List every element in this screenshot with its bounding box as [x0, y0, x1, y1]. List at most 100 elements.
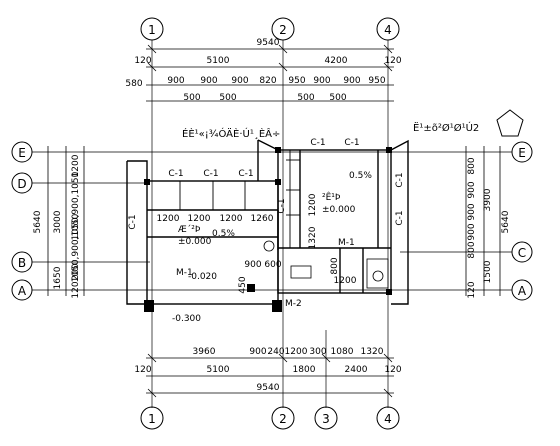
inner-dim-3: 1200	[220, 214, 243, 224]
dim-right-span-2: 1500	[483, 260, 493, 283]
dim-bottom-edge-1: 120	[134, 365, 151, 375]
dim-top-sub-2: 500	[219, 93, 236, 103]
dim-left-span-2: 1650	[53, 266, 63, 289]
dim-top-span-2: 4200	[325, 56, 348, 66]
inner-dim-4: 1260	[251, 214, 274, 224]
plan-caption-right: Ë¹±õ²Ø¹Ø¹Ú2	[413, 121, 479, 134]
right-dimension-lines	[465, 146, 501, 296]
dim-right-detail-2: 900	[467, 181, 477, 198]
dim-right-total: 5640	[501, 210, 511, 233]
svg-text:2: 2	[279, 23, 287, 37]
svg-text:E: E	[518, 146, 526, 160]
svg-text:C: C	[518, 246, 526, 260]
dim-top-edge-1: 120	[134, 56, 151, 66]
window-label-1: C-1	[168, 169, 183, 179]
dim-bottom-edge-2: 120	[384, 365, 401, 375]
bottom-dimension-lines	[146, 353, 394, 398]
dim-top-detail-3: 900	[231, 76, 248, 86]
dim-top-detail-4: 820	[259, 76, 276, 86]
door-label-m1: M-1	[176, 268, 193, 278]
axis-bubble-bottom-4: 4	[376, 406, 400, 430]
svg-text:2: 2	[279, 412, 287, 426]
door-label-m2: M-2	[285, 299, 302, 309]
room-name-right: ²Ê¹Þ	[322, 191, 341, 203]
dim-right-detail-5: 800	[467, 241, 477, 258]
dim-left-detail-1: 1200	[71, 154, 81, 177]
dim-left-total: 5640	[33, 210, 43, 233]
dim-top-sub-4: 500	[329, 93, 346, 103]
dim-left-span-1: 3000	[53, 210, 63, 233]
dim-bottom-detail-2: 900	[249, 347, 266, 357]
window-label-4: C-1	[310, 138, 325, 148]
dim-left-detail-6: 200	[71, 263, 81, 280]
inner-dim-1200b: 1200	[334, 276, 357, 286]
sanitary-fixtures	[263, 240, 389, 289]
inner-dim-800: 800	[330, 257, 340, 274]
section-marker	[496, 109, 524, 137]
dim-bottom-span-2: 1800	[293, 365, 316, 375]
axis-bubble-bottom-1: 1	[140, 406, 164, 430]
room-elev-left: ±0.000	[178, 237, 212, 247]
svg-text:A: A	[518, 284, 527, 298]
axis-bubble-right-C: C	[511, 241, 533, 263]
dim-bottom-detail-7: 1320	[361, 347, 384, 357]
cubicle-partitions	[179, 150, 300, 248]
axis-bubble-bottom-3: 3	[314, 406, 338, 430]
axis-bubble-left-B: B	[11, 251, 33, 273]
dim-top-sub-1: 500	[183, 93, 200, 103]
dim-left-detail-4: 1050,900,1050	[71, 213, 81, 282]
window-label-6: C-1	[128, 214, 138, 229]
dim-bottom-detail-3: 240	[267, 347, 284, 357]
axis-bubble-top-2: 2	[271, 17, 295, 41]
dim-bottom-total: 9540	[257, 383, 280, 393]
dim-bottom-detail-4: 1200	[285, 347, 308, 357]
dim-bottom-detail-5: 300	[309, 347, 326, 357]
inner-dim-2: 1200	[188, 214, 211, 224]
door-label-m1-right: M-1	[338, 238, 355, 248]
slope-left: 0.5%	[212, 229, 235, 239]
dim-top-detail-6: 900	[313, 76, 330, 86]
dim-top-detail-2: 900	[200, 76, 217, 86]
svg-text:4: 4	[384, 23, 392, 37]
axis-bubble-left-A: A	[11, 279, 33, 301]
dim-left-detail-3: 1050,900,1050	[71, 171, 81, 240]
inner-dim-600: 600	[264, 260, 281, 270]
axis-bubble-left-D: D	[11, 172, 33, 194]
svg-text:1: 1	[148, 23, 156, 37]
elev-m030: -0.300	[172, 314, 201, 324]
slope-right: 0.5%	[349, 171, 372, 181]
dim-top-580: 580	[125, 79, 142, 89]
axis-bubble-top-1: 1	[140, 17, 164, 41]
axis-bubble-left-E: E	[11, 141, 33, 163]
dim-top-total: 9540	[257, 38, 280, 48]
dim-right-detail-6: 120	[467, 281, 477, 298]
dim-right-detail-4: 900	[467, 223, 477, 240]
building-walls	[126, 139, 409, 305]
svg-text:4: 4	[384, 412, 392, 426]
inner-dim-col: 1200	[308, 193, 318, 216]
dim-bottom-detail-1: 3960	[193, 347, 216, 357]
svg-text:1: 1	[148, 412, 156, 426]
dim-top-span-1: 5100	[207, 56, 230, 66]
elev-m002: -0.020	[188, 272, 217, 282]
dim-top-detail-1: 900	[167, 76, 184, 86]
dim-top-sub-3: 500	[297, 93, 314, 103]
window-label-8: C-1	[395, 210, 405, 225]
window-label-7: C-1	[395, 172, 405, 187]
dim-top-edge-2: 120	[384, 56, 401, 66]
inner-dim-1320: 1320	[308, 226, 318, 249]
room-elev-right: ±0.000	[322, 205, 356, 215]
axis-bubble-top-4: 4	[376, 17, 400, 41]
top-dimension-lines	[146, 44, 394, 102]
axis-bubble-right-A: A	[511, 279, 533, 301]
left-dimension-lines	[47, 146, 85, 296]
dim-top-detail-5: 950	[288, 76, 305, 86]
structural-columns	[144, 147, 392, 312]
svg-text:D: D	[17, 177, 26, 191]
svg-text:A: A	[18, 284, 27, 298]
svg-text:E: E	[18, 146, 26, 160]
plan-caption-left: ÉÈ¹«¡¾ÓÄÈ·Ú¹¸ÈÂ÷	[182, 127, 280, 140]
svg-text:B: B	[18, 256, 26, 270]
